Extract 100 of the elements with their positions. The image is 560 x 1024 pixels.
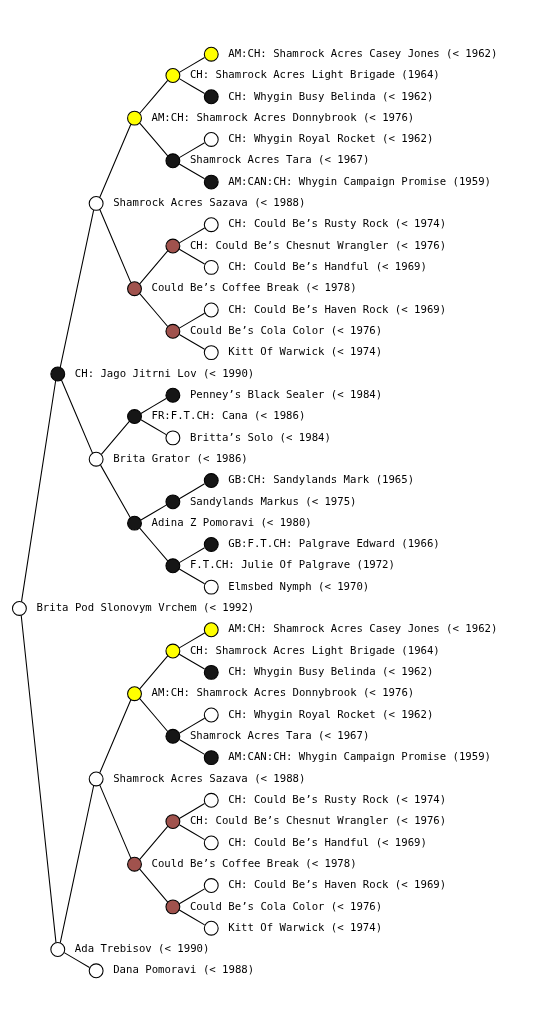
- node-circle: [203, 536, 219, 552]
- connector: [139, 122, 169, 156]
- node-circle: [203, 131, 219, 147]
- connector: [178, 77, 206, 94]
- connector: [178, 56, 206, 73]
- node-label: CH: Whygin Royal Rocket (< 1962): [228, 707, 434, 721]
- node-circle: [203, 174, 219, 190]
- node-circle: [50, 941, 66, 957]
- node-label: Could Be’s Cola Color (< 1976): [189, 899, 383, 913]
- connector: [99, 784, 132, 859]
- node-circle: [203, 579, 219, 595]
- node-circle: [165, 429, 181, 445]
- node-circle: [203, 621, 219, 637]
- node-circle: [203, 707, 219, 722]
- node-circle: [203, 259, 219, 275]
- node-label: AM:CH: Shamrock Acres Casey Jones (< 1962): [228, 621, 498, 635]
- connector: [99, 123, 132, 198]
- node-circle: [165, 898, 181, 914]
- node-label: Penney’s Black Sealer (< 1984): [189, 387, 383, 401]
- node-circle: [165, 67, 181, 83]
- node-label: AM:CH: Shamrock Acres Donnybrook (< 1976): [151, 685, 415, 699]
- connector: [139, 79, 169, 114]
- node-label: Sandylands Markus (< 1975): [189, 494, 357, 508]
- node-label: AM:CH: Shamrock Acres Donnybrook (< 1976): [151, 110, 415, 124]
- node-circle: [11, 600, 27, 616]
- node-circle: [127, 856, 142, 872]
- node-circle: [127, 408, 142, 424]
- node-label: F.T.CH: Julie Of Palgrave (1972): [189, 557, 395, 571]
- node-circle: [50, 365, 66, 381]
- node-label: CH: Could Be’s Handful (< 1969): [228, 259, 427, 273]
- connector: [139, 868, 169, 903]
- node-circle: [127, 515, 142, 531]
- connector: [178, 887, 206, 904]
- node-circle: [165, 387, 181, 403]
- node-circle: [203, 216, 219, 232]
- node-circle: [165, 238, 181, 253]
- node-label: Britta’s Solo (< 1984): [189, 430, 331, 444]
- node-label: Shamrock Acres Sazava (< 1988): [113, 195, 306, 209]
- connector: [100, 464, 131, 518]
- node-label: Kitt Of Warwick (< 1974): [228, 344, 383, 358]
- connector: [178, 567, 206, 584]
- connector: [178, 653, 206, 670]
- connector: [100, 420, 130, 455]
- connector: [178, 717, 206, 734]
- node-circle: [165, 728, 181, 744]
- node-circle: [88, 962, 104, 978]
- connector: [20, 614, 57, 943]
- node-circle: [203, 302, 219, 317]
- node-label: Shamrock Acres Sazava (< 1988): [113, 771, 306, 785]
- connector: [59, 209, 95, 368]
- connector: [139, 292, 169, 327]
- connector: [20, 379, 57, 602]
- node-label: CH: Shamrock Acres Light Brigade (1964): [189, 643, 440, 657]
- connector: [60, 379, 94, 454]
- node-label: Ada Trebisov (< 1990): [74, 941, 210, 955]
- node-circle: [88, 771, 104, 786]
- node-label: CH: Could Be’s Rusty Rock (< 1974): [228, 792, 447, 806]
- node-circle: [165, 643, 181, 659]
- connector: [178, 738, 206, 755]
- connector: [140, 397, 167, 414]
- node-circle: [203, 664, 219, 680]
- node-circle: [203, 344, 219, 360]
- node-circle: [203, 834, 219, 850]
- node-label: AM:CAN:CH: Whygin Campaign Promise (1959): [228, 749, 491, 763]
- node-label: AM:CAN:CH: Whygin Campaign Promise (1959): [228, 174, 491, 188]
- node-circle: [165, 813, 181, 829]
- node-label: Could Be’s Cola Color (< 1976): [189, 323, 383, 337]
- node-label: CH: Could Be’s Rusty Rock (< 1974): [228, 216, 447, 230]
- node-label: CH: Whygin Busy Belinda (< 1962): [228, 88, 434, 102]
- node-circle: [165, 152, 181, 168]
- node-circle: [203, 88, 219, 104]
- connector: [59, 784, 95, 943]
- node-circle: [88, 451, 104, 467]
- node-label: CH: Could Be’s Haven Rock (< 1969): [228, 877, 447, 891]
- node-label: CH: Could Be’s Chesnut Wrangler (< 1976): [189, 813, 447, 827]
- connector: [178, 141, 206, 158]
- node-label: Dana Pomoravi (< 1988): [113, 962, 255, 976]
- node-label: Shamrock Acres Tara (< 1967): [189, 152, 370, 166]
- node-circle: [165, 557, 181, 573]
- node-label: Could Be’s Coffee Break (< 1978): [151, 856, 357, 870]
- node-label: Brita Pod Slonovym Vrchem (< 1992): [36, 600, 255, 614]
- connector: [99, 208, 132, 283]
- node-circle: [203, 46, 219, 62]
- connector: [139, 249, 169, 284]
- node-label: CH: Jago Jitrni Lov (< 1990): [74, 366, 255, 380]
- connector: [140, 418, 167, 435]
- connector: [178, 248, 206, 265]
- connector: [178, 312, 206, 329]
- node-circle: [203, 920, 219, 936]
- connector: [99, 698, 132, 773]
- connector: [178, 802, 206, 819]
- connector: [178, 482, 206, 499]
- node-circle: [165, 493, 181, 509]
- node-circle: [127, 110, 142, 126]
- connector: [178, 333, 206, 350]
- connector: [140, 504, 167, 521]
- connector: [178, 546, 206, 563]
- node-label: Could Be’s Coffee Break (< 1978): [151, 280, 357, 294]
- node-label: Kitt Of Warwick (< 1974): [228, 920, 383, 934]
- node-circle: [203, 472, 219, 488]
